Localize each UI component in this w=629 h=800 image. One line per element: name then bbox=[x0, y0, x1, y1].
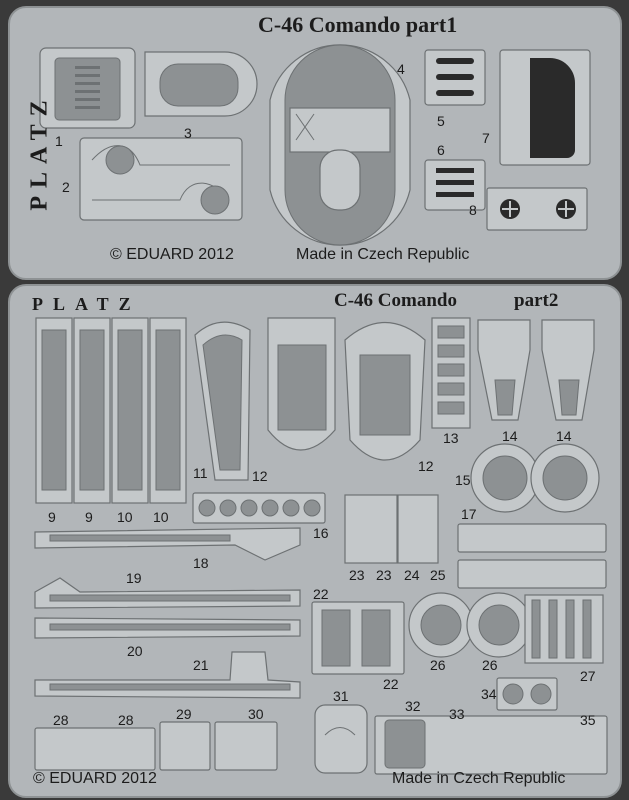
part-number-31: 31 bbox=[333, 688, 349, 704]
fret1-title: C-46 Comando part1 bbox=[258, 12, 458, 37]
part-number-14a: 14 bbox=[502, 428, 518, 444]
part-number-18: 18 bbox=[193, 555, 209, 571]
part-number-20: 20 bbox=[127, 643, 143, 659]
part-number-9a: 9 bbox=[48, 509, 56, 525]
fret1-copyright: © EDUARD 2012 bbox=[110, 246, 234, 263]
part-number-1: 1 bbox=[55, 133, 63, 149]
part-number-2: 2 bbox=[62, 179, 70, 195]
part-number-7: 7 bbox=[482, 130, 490, 146]
part-number-3: 3 bbox=[184, 125, 192, 141]
part-number-11: 11 bbox=[193, 465, 208, 481]
part-number-16: 16 bbox=[313, 525, 329, 541]
part-number-12a: 12 bbox=[252, 468, 268, 484]
part-number-22b: 22 bbox=[383, 676, 399, 692]
fret1-brand: PLATZ bbox=[26, 92, 53, 211]
part-number-25: 25 bbox=[430, 567, 446, 583]
part-number-32: 32 bbox=[405, 698, 421, 714]
part-number-29: 29 bbox=[176, 706, 192, 722]
fret2-title: C-46 Comando bbox=[334, 290, 457, 311]
part-number-17: 17 bbox=[461, 506, 477, 522]
part-number-9b: 9 bbox=[85, 509, 93, 525]
part-number-10a: 10 bbox=[117, 509, 133, 525]
part-number-28a: 28 bbox=[53, 712, 69, 728]
part-number-28b: 28 bbox=[118, 712, 134, 728]
part-number-19: 19 bbox=[126, 570, 142, 586]
part-number-30: 30 bbox=[248, 706, 264, 722]
fret2-made-in: Made in Czech Republic bbox=[392, 770, 566, 787]
part-number-4: 4 bbox=[397, 61, 405, 77]
part-number-10b: 10 bbox=[153, 509, 169, 525]
part-number-6: 6 bbox=[437, 142, 445, 158]
part-number-34: 34 bbox=[481, 686, 497, 702]
part-number-15: 15 bbox=[455, 472, 471, 488]
part-number-14b: 14 bbox=[556, 428, 572, 444]
part-number-23b: 23 bbox=[376, 567, 392, 583]
part-number-5: 5 bbox=[437, 113, 445, 129]
part-number-27: 27 bbox=[580, 668, 596, 684]
part-number-24: 24 bbox=[404, 567, 420, 583]
part-number-13: 13 bbox=[443, 430, 459, 446]
part-number-26b: 26 bbox=[482, 657, 498, 673]
fret2-brand: PLATZ bbox=[32, 294, 141, 314]
part-number-26a: 26 bbox=[430, 657, 446, 673]
part-number-21: 21 bbox=[193, 657, 209, 673]
part-number-23a: 23 bbox=[349, 567, 365, 583]
fret2-title-part: part2 bbox=[514, 290, 559, 311]
fret2-copyright: © EDUARD 2012 bbox=[33, 770, 157, 787]
part-number-22a: 22 bbox=[313, 586, 329, 602]
part-number-8: 8 bbox=[469, 202, 477, 218]
fret1-made-in: Made in Czech Republic bbox=[296, 246, 470, 263]
part-number-12b: 12 bbox=[418, 458, 434, 474]
part-number-35: 35 bbox=[580, 712, 596, 728]
part-number-33: 33 bbox=[449, 706, 465, 722]
